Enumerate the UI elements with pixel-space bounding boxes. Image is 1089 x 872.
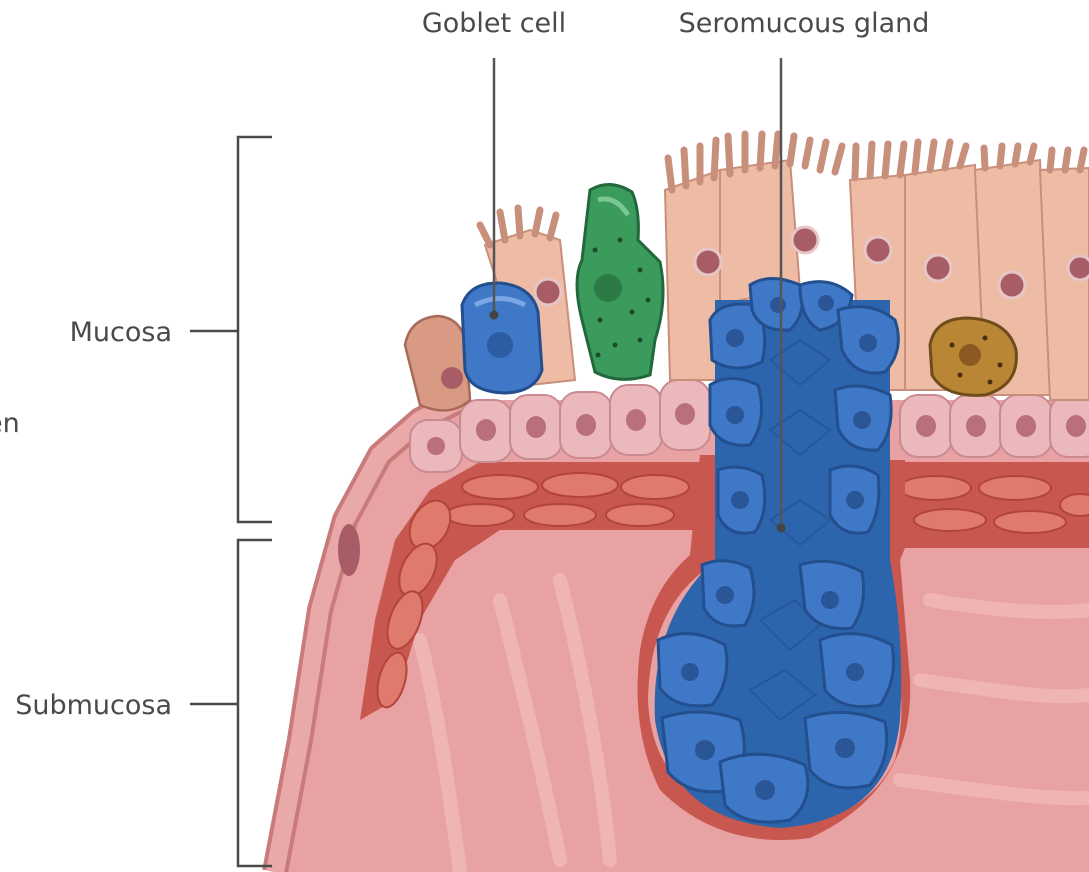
surface-cell-left [405, 316, 470, 410]
submucosa-bracket [238, 540, 272, 866]
cut-off-label: en [0, 408, 20, 439]
mucosa-bracket [238, 137, 272, 522]
goblet-cell-pointer [490, 311, 499, 320]
seromucous-gland-pointer [777, 524, 786, 533]
edge-nucleus [338, 524, 360, 576]
tissue-illustration [275, 134, 1089, 872]
goblet-cell-label: Goblet cell [422, 8, 566, 39]
mucosa-label: Mucosa [70, 317, 172, 348]
seromucous-gland-label: Seromucous gland [679, 8, 930, 39]
submucosa-label: Submucosa [15, 690, 172, 721]
goblet-cell-nucleus [487, 332, 513, 358]
